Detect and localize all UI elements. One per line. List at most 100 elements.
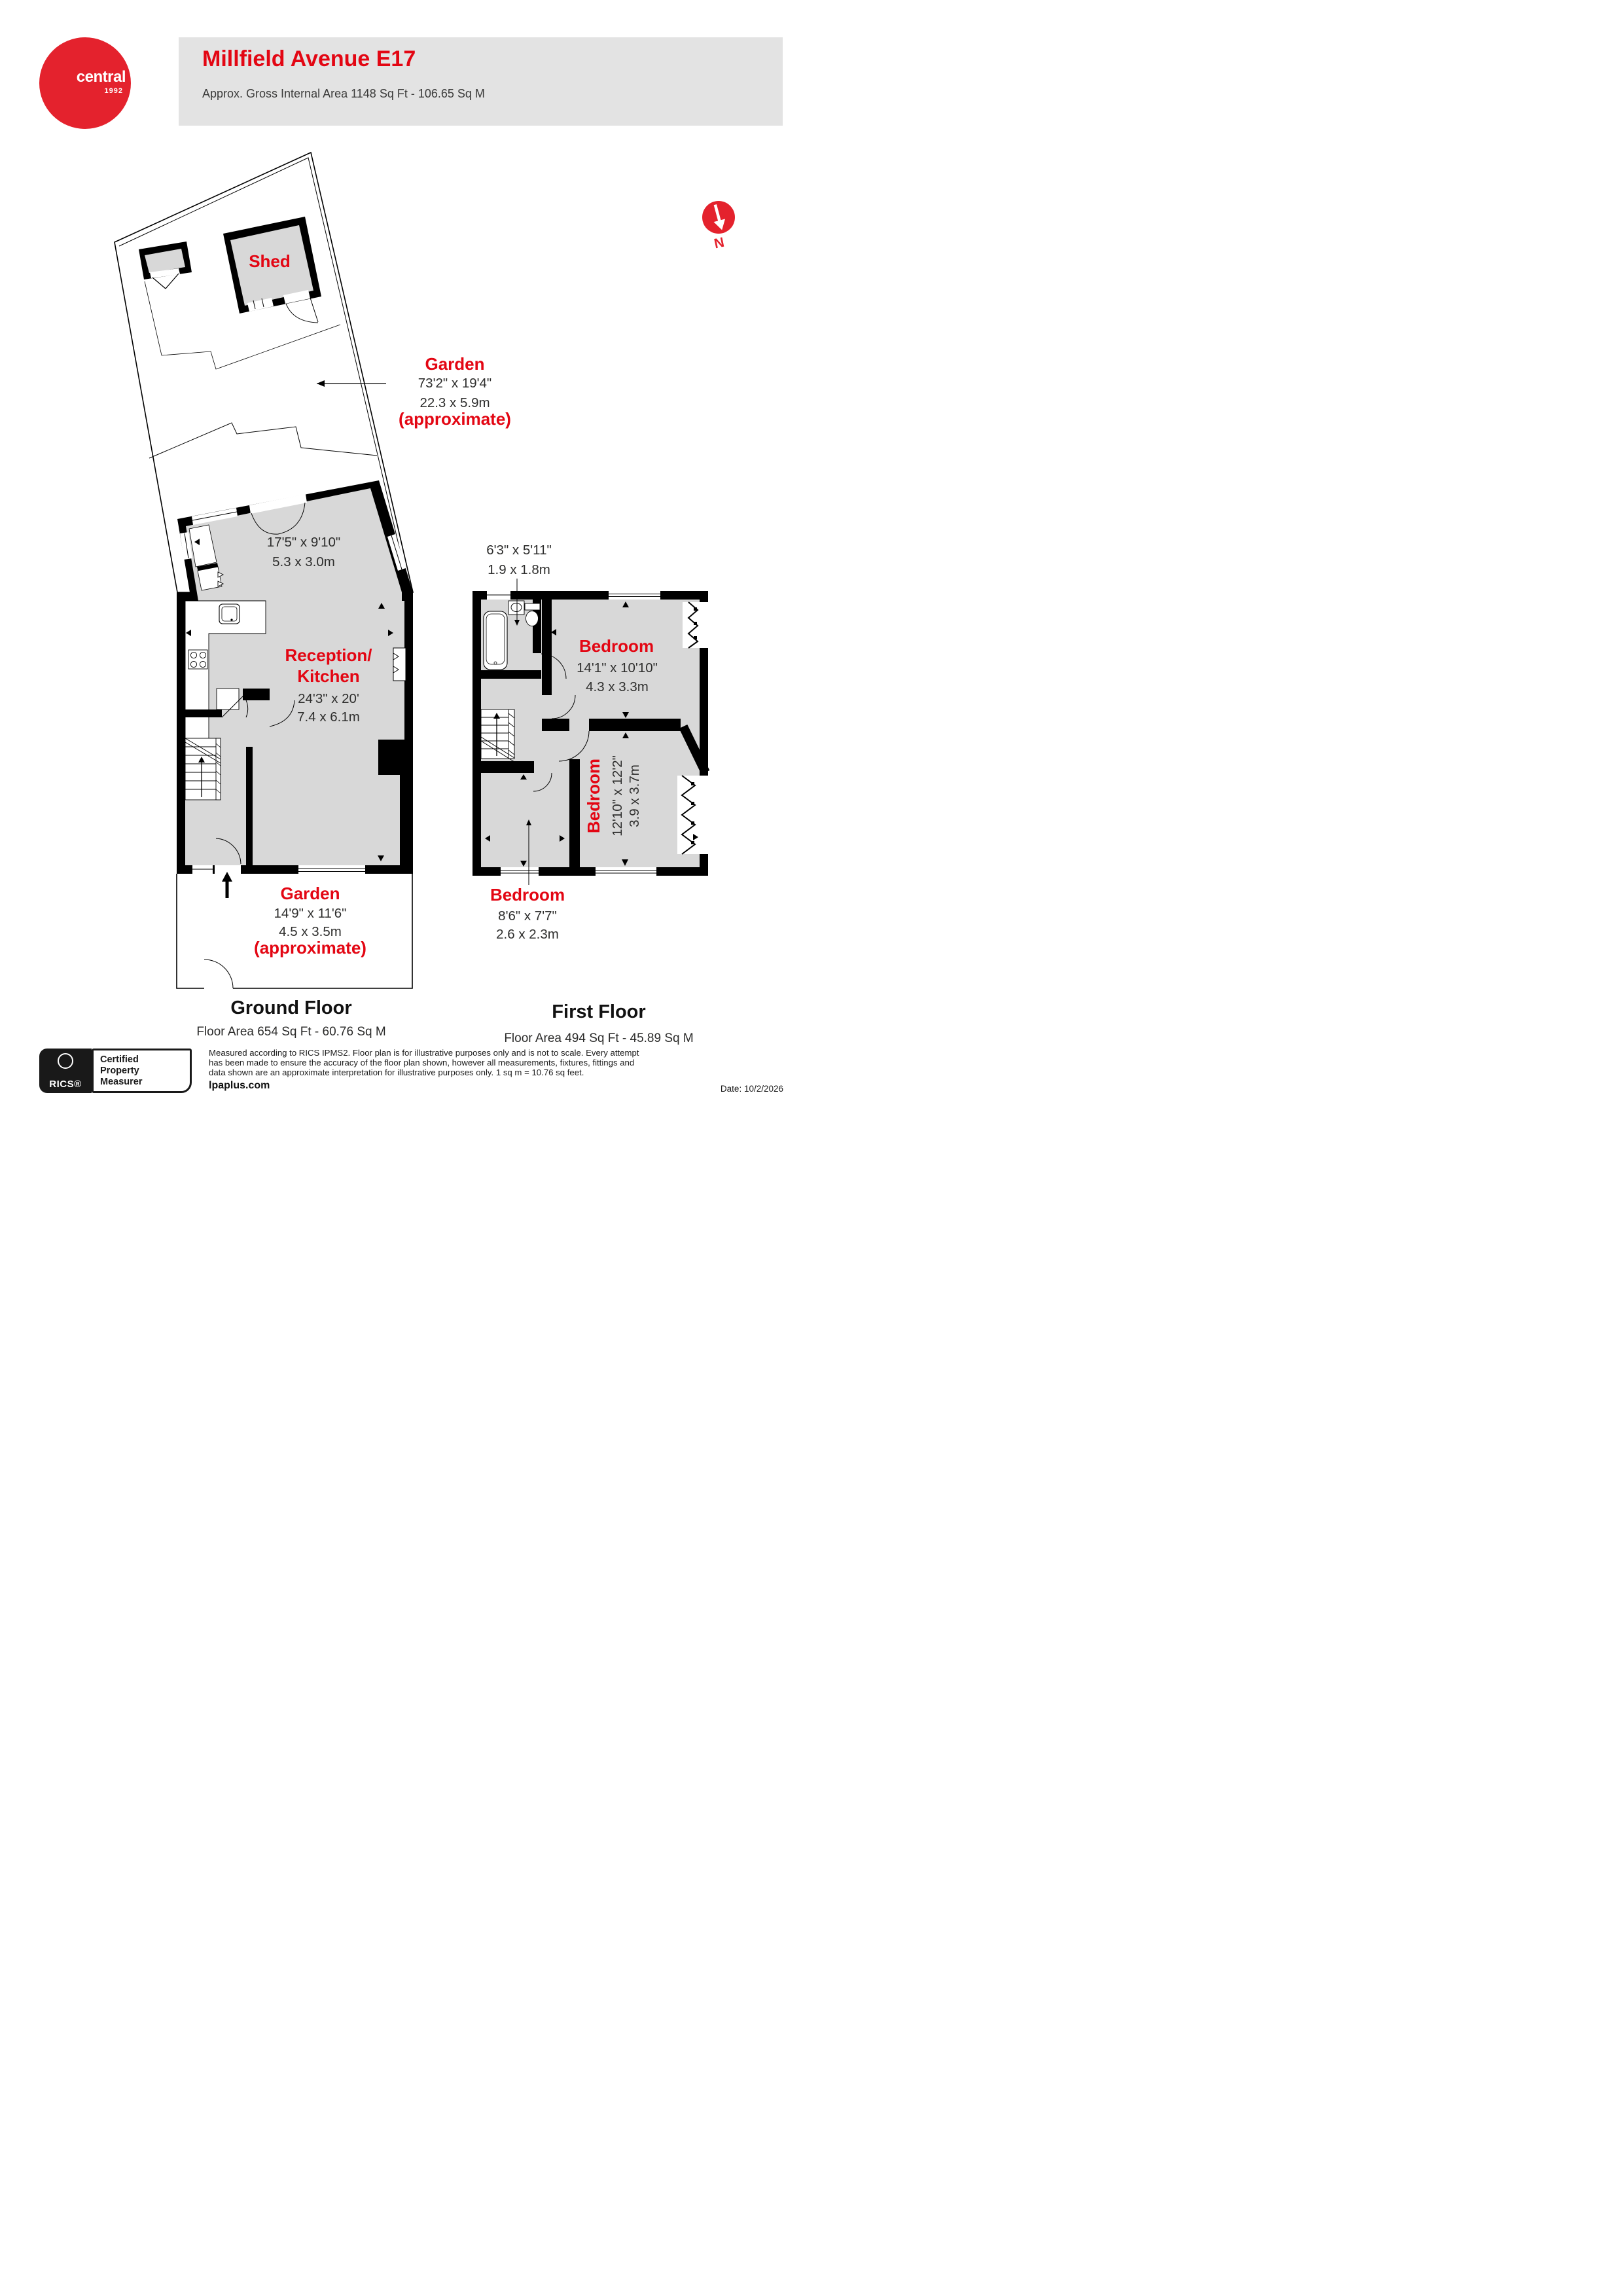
first-floor-stairs [480,709,515,762]
ground-floor-area [185,601,404,865]
reception-wall [243,689,270,700]
french-door-swings [251,502,306,535]
disclaimer-line-1: Measured according to RICS IPMS2. Floor … [209,1048,639,1058]
front-garden-boundary [176,874,413,989]
toilet-icon [524,603,541,611]
north-label: N [713,235,726,252]
front-garden-size-imperial: 14'9" x 11'6" [274,906,347,921]
hall-partition-wall [246,747,253,865]
window-bedroom-rear [609,591,660,600]
shed-door-gap [283,290,310,304]
kitchen-appliance [216,688,240,710]
front-door-gap [215,865,241,874]
extension-opening [226,591,380,601]
garden-fence-inner-line [118,157,409,587]
floorplan-drawing: Shed Garden 73'2" x 19'4" 22.3 x 5.9m (a… [114,151,735,989]
rear-garden-plot: Shed Garden 73'2" x 19'4" 22.3 x 5.9m (a… [114,151,511,593]
bedroom-rear-size-imperial: 14'1" x 10'10" [577,660,658,675]
bay-window-lower [677,775,708,855]
bathroom-leader-arrowhead [514,620,520,626]
window-front-right [298,865,365,874]
ground-floor-plan: Garden 14'9" x 11'6" 4.5 x 3.5m (approxi… [176,480,413,989]
rear-garden-label: Garden 73'2" x 19'4" 22.3 x 5.9m (approx… [317,354,511,429]
window-bedroom-small [501,867,539,876]
outbuilding-door-leaves [152,273,179,289]
ground-floor-title: Ground Floor [230,997,352,1018]
front-gate-swing [204,959,234,989]
certified-measurer-badge: Certified Property Measurer [92,1049,192,1093]
chimney-diagonal-wall [679,724,710,775]
bedroom-small-door-swing [533,772,552,792]
date-text: Date: 10/2/2026 [720,1084,783,1094]
ground-stairs [185,738,221,800]
north-arrow-icon [713,204,725,230]
website-link[interactable]: lpaplus.com [209,1080,270,1091]
extension-lobby [188,524,224,591]
right-wall-thick-section [400,775,413,874]
shed-window-gap [247,298,274,312]
patio-zigzag-line [149,422,378,459]
shed: Shed [223,217,321,323]
lobby-marker [194,539,200,545]
bedroom-rear-size-metric: 4.3 x 3.3m [586,679,649,694]
front-door-swing [215,838,241,865]
disclaimer-text: Measured according to RICS IPMS2. Floor … [209,1048,639,1078]
reception-size-metric: 7.4 x 6.1m [297,709,360,725]
bedroom-front-wall-left [569,759,580,867]
front-garden-approx: (approximate) [254,938,366,958]
extension-window-side-line [184,533,189,559]
window-bedroom-front [596,867,656,876]
extension-window-right-line [391,535,402,570]
bedroom-small-name: Bedroom [490,885,565,905]
shed-door-swing [285,297,319,323]
reception-name-line1: Reception/ [285,645,372,665]
extension-size-metric: 5.3 x 3.0m [272,554,335,569]
landing-wall-b [589,719,681,731]
reception-size-imperial: 24'3" x 20' [298,691,359,706]
bedroom-rear-name: Bedroom [579,636,654,656]
first-floor-area-text: Floor Area 494 Sq Ft - 45.89 Sq M [504,1031,694,1045]
bedroom-rear-wall-left [542,600,552,695]
rear-garden-leader-arrowhead [317,380,325,387]
disclaimer-line-2: has been made to ensure the accuracy of … [209,1058,635,1068]
header-band [179,37,783,126]
bedroom-rear-door-swing [551,694,576,719]
outbuilding-floor [145,249,185,273]
french-door-gap [249,494,307,514]
rics-badge: RICS® [39,1049,92,1093]
rear-garden-approx: (approximate) [399,409,511,429]
bedroom-small-size-imperial: 8'6" x 7'7" [498,908,557,924]
rics-org-label: RICS® [49,1079,82,1090]
badge-line-2: Property [100,1066,139,1076]
reception-door-swing [269,700,295,727]
front-garden: Garden 14'9" x 11'6" 4.5 x 3.5m (approxi… [176,872,413,989]
front-garden-size-metric: 4.5 x 3.5m [279,924,342,939]
page-subtitle: Approx. Gross Internal Area 1148 Sq Ft -… [202,87,485,100]
entrance-arrow-head [222,872,232,882]
first-floor-plan: 6'3" x 5'11" 1.9 x 1.8m Bedroom 14'1" x … [473,543,710,942]
landing-wall-a [542,719,569,731]
north-marker: N [702,201,735,251]
reception-name-line2: Kitchen [297,666,359,686]
shed-label: Shed [249,251,291,271]
first-floor-title: First Floor [552,1001,646,1022]
badge-line-3: Measurer [100,1077,143,1087]
bedroom-small-size-metric: 2.6 x 2.3m [496,927,559,942]
kitchen-sink-icon [219,603,240,624]
agency-logo: central 1992 [39,37,131,129]
bathroom-size-imperial: 6'3" x 5'11" [486,543,552,558]
agency-logo-word: central [76,68,126,86]
extension-floor [186,488,402,601]
garden-path-lines [144,281,341,370]
extension-size-imperial: 17'5" x 9'10" [267,535,340,550]
floorplan-page: Shed Garden 73'2" x 19'4" 22.3 x 5.9m (a… [0,0,812,1148]
ground-floor-area-text: Floor Area 654 Sq Ft - 60.76 Sq M [196,1025,386,1039]
bedroom-front-door-swing [558,730,590,762]
lobby-door-leaves [217,571,224,587]
bedroom-front-size-metric: 3.9 x 3.7m [627,764,642,827]
bathroom-fixtures [483,600,541,670]
agency-logo-year: 1992 [104,87,123,95]
first-floor-area [481,600,700,867]
rear-garden-size-metric: 22.3 x 5.9m [419,395,490,410]
page-title: Millfield Avenue E17 [202,46,416,71]
